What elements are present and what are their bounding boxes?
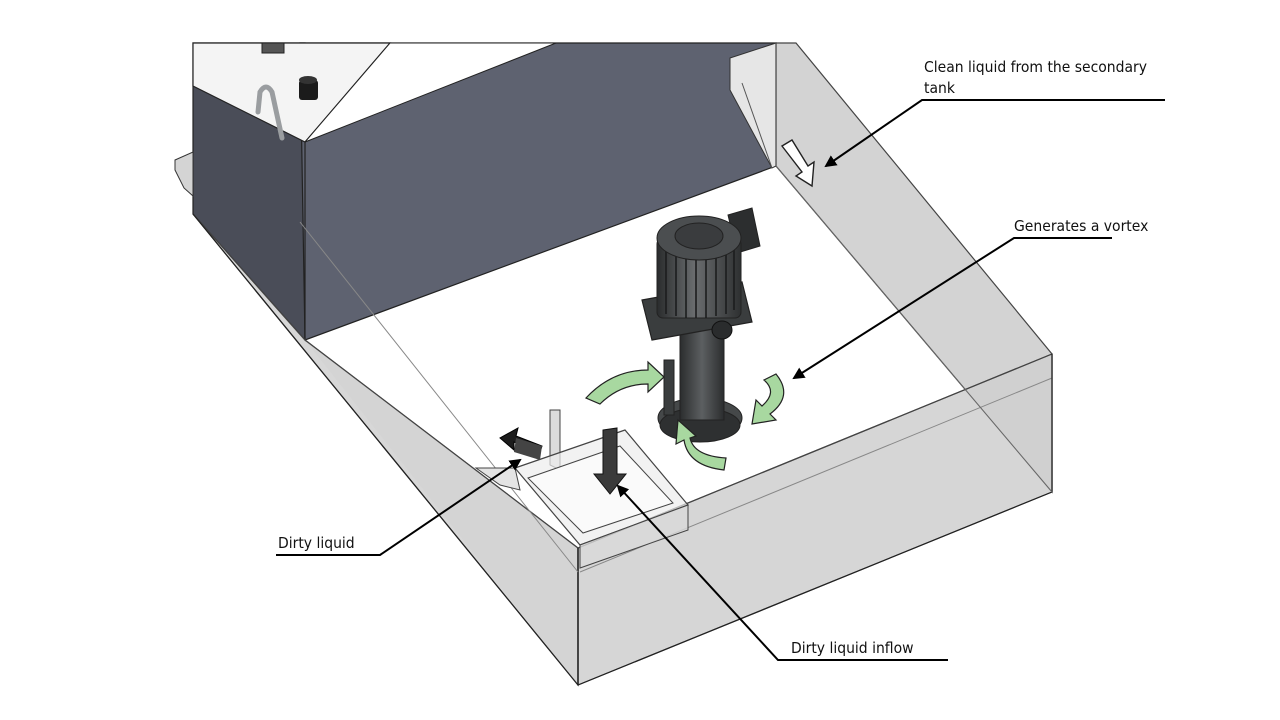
flow-arrows — [499, 139, 815, 495]
label-clean-liquid-line1: Clean liquid from the secondary — [924, 58, 1147, 76]
vortex-arrow-right — [751, 373, 785, 425]
callout-clean-liquid-leader — [824, 99, 1165, 168]
label-dirty-inflow: Dirty liquid inflow — [791, 639, 914, 657]
vortex-arrow-bottom — [675, 418, 727, 471]
secondary-tank-top-right — [304, 42, 557, 143]
overflow-chute — [729, 42, 777, 169]
tank-flange — [174, 151, 194, 198]
callouts — [276, 99, 1165, 661]
vortex-arrow-left — [584, 360, 665, 405]
inflow-box — [474, 409, 690, 569]
secondary-tank — [174, 42, 777, 342]
main-tank — [192, 42, 1053, 687]
callout-dirty-liquid-leader — [276, 458, 522, 556]
pump-outlet — [711, 320, 733, 340]
label-clean-liquid-line2: tank — [924, 79, 956, 97]
pump — [641, 207, 761, 443]
label-dirty-liquid: Dirty liquid — [278, 534, 355, 552]
tank-fitting — [261, 42, 285, 54]
vortex-arrows — [584, 360, 785, 471]
label-vortex: Generates a vortex — [1014, 217, 1148, 235]
callout-vortex-leader — [792, 237, 1112, 380]
inflow-box-inner — [527, 445, 674, 534]
callout-inflow-leader — [616, 484, 948, 661]
tank-knob — [299, 80, 318, 100]
tank-handle — [255, 84, 285, 141]
dirty-inflow-arrow — [592, 427, 628, 495]
clean-liquid-arrow — [780, 139, 815, 188]
